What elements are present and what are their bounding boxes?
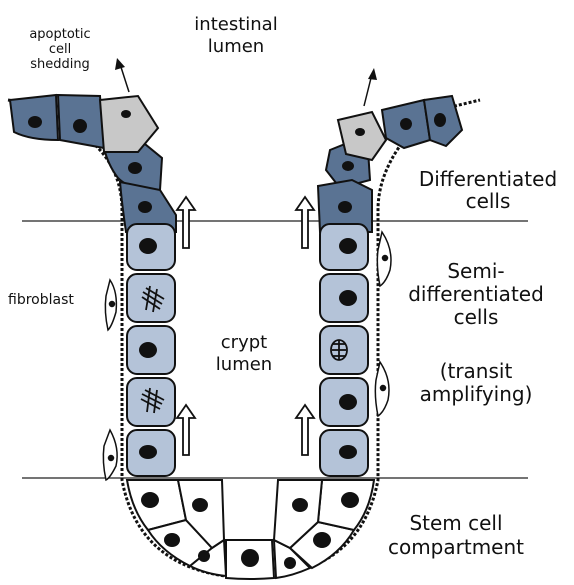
cell-nucleus [339,290,357,306]
cell-nucleus [339,445,357,459]
cell-nucleus [342,161,354,171]
cell-nucleus [121,110,131,118]
fibroblast-label: fibroblast [8,292,74,308]
up-arrow-icon [177,197,195,248]
cell-nucleus [164,533,180,547]
semi-cells-left [127,224,175,476]
thin-arrow-icon [115,58,125,70]
cell-nucleus [400,118,412,130]
cell-nucleus [198,550,210,562]
semi-label-line2: differentiated [408,282,544,306]
up-arrow-icon [177,405,195,455]
cell-nucleus [128,162,142,174]
semi-cells-right [320,224,368,476]
intestinal-lumen-line1: intestinal [194,14,277,35]
cell-nucleus [338,201,352,213]
transit-amplifying-label: (transit amplifying) [420,359,533,406]
shedding-arrow-left [120,64,129,92]
apoptotic-cell [100,96,158,152]
stem-cell-label: Stem cell compartment [388,511,524,559]
stem-label-line2: compartment [388,535,524,559]
up-arrow-icon [296,405,314,455]
cell-nucleus [110,302,115,307]
cell-nucleus [434,113,446,127]
apoptotic-label: apoptotic cell shedding [29,27,90,72]
apoptotic-cell [338,112,386,160]
cell-nucleus [138,201,152,213]
cell-nucleus [341,492,359,508]
cell-nucleus [355,128,365,136]
semi-differentiated-label: Semi- differentiated cells [408,259,544,329]
semi-label-line1: Semi- [447,259,504,283]
cell-nucleus [284,557,296,569]
transit-label-line2: amplifying) [420,382,533,406]
cell-nucleus [192,498,208,512]
semi-label-line3: cells [454,305,499,329]
intestinal-lumen-line2: lumen [208,36,264,57]
cell-nucleus [139,238,157,254]
cell-nucleus [292,498,308,512]
stem-label-line1: Stem cell [409,511,502,535]
cell-nucleus [139,445,157,459]
apoptotic-cell-left [100,96,158,152]
transit-label-line1: (transit [440,359,513,383]
cell-nucleus [241,549,259,567]
cell-nucleus [339,238,357,254]
cell-nucleus [141,492,159,508]
up-arrow-icon [296,197,314,248]
differentiated-label-line1: Differentiated [419,167,557,191]
crypt-lumen-label: crypt lumen [216,332,272,375]
apoptotic-label-line2: cell [49,42,71,57]
cell-nucleus [73,119,87,133]
intestinal-lumen-label: intestinal lumen [194,14,277,57]
mitosis-icon [331,340,347,360]
cell-nucleus [139,342,157,358]
stem-cells [127,480,374,579]
thin-arrow-icon [368,68,377,80]
apoptotic-label-line3: shedding [30,57,90,72]
cell-nucleus [381,386,386,391]
crypt-lumen-line2: lumen [216,354,272,375]
differentiated-label: Differentiated cells [419,167,557,213]
differentiated-label-line2: cells [466,189,511,213]
cell-nucleus [313,532,331,548]
apoptotic-cell-right [338,112,386,160]
semi-cell [127,378,175,426]
cell-nucleus [383,256,388,261]
cell-nucleus [339,394,357,410]
cell-nucleus [28,116,42,128]
cell-nucleus [109,456,114,461]
crypt-lumen-line1: crypt [221,332,267,353]
apoptotic-label-line1: apoptotic [29,27,90,42]
differentiated-cells-right [318,96,462,232]
